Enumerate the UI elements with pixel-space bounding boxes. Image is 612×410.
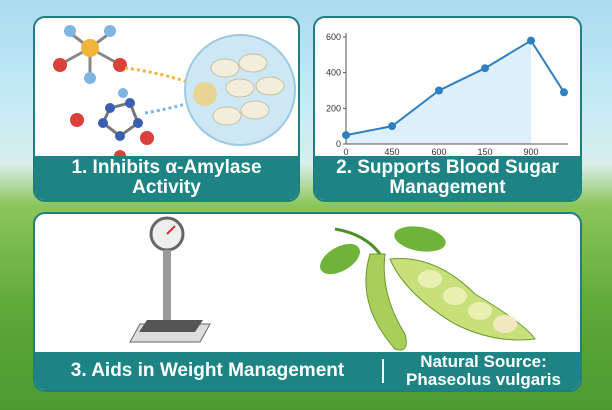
divider: [382, 359, 384, 383]
data-point: [435, 86, 443, 95]
data-point: [388, 122, 396, 131]
scale-and-bean-pod-illustration: [129, 216, 536, 351]
y-tick-label: 400: [326, 68, 341, 78]
x-tick-label: 600: [431, 147, 446, 157]
x-tick-label: 0: [343, 147, 348, 157]
molecule-icon: [53, 25, 127, 84]
panel-alpha-amylase: 1. Inhibits α-Amylase Activity: [33, 16, 300, 202]
y-tick-label: 0: [336, 139, 341, 149]
molecule-and-starch-illustration: [53, 25, 296, 162]
panel-label: 2. Supports Blood Sugar Management: [315, 156, 580, 200]
x-tick-label: 900: [523, 147, 538, 157]
y-tick-label: 600: [326, 32, 341, 42]
data-point: [527, 36, 535, 45]
x-tick-label: 150: [477, 147, 492, 157]
data-point: [481, 64, 489, 73]
blood-sugar-line-chart: 0 200 400 600 0 450 600 150 900: [326, 32, 568, 157]
bean-pod-icon: [320, 226, 536, 351]
y-tick-label: 200: [326, 103, 341, 113]
molecule-icon: [70, 88, 154, 162]
x-tick-label: 450: [384, 147, 399, 157]
panel-blood-sugar: 0 200 400 600 0 450 600 150 900 2. Supports Bloo…: [313, 16, 582, 202]
weighing-scale-icon: [129, 216, 211, 343]
panel-weight-management: 3. Aids in Weight Management Natural Sou…: [33, 212, 582, 392]
data-point: [342, 131, 350, 140]
panel-label: 3. Aids in Weight Management Natural Sou…: [35, 352, 580, 390]
series-line: [345, 39, 565, 137]
natural-source-label: Natural Source: Phaseolus vulgaris: [406, 352, 561, 389]
white-bean-sphere: [184, 34, 296, 146]
data-point: [560, 88, 568, 97]
panel-label: 1. Inhibits α-Amylase Activity: [35, 156, 298, 200]
weight-management-label: 3. Aids in Weight Management: [70, 360, 345, 382]
